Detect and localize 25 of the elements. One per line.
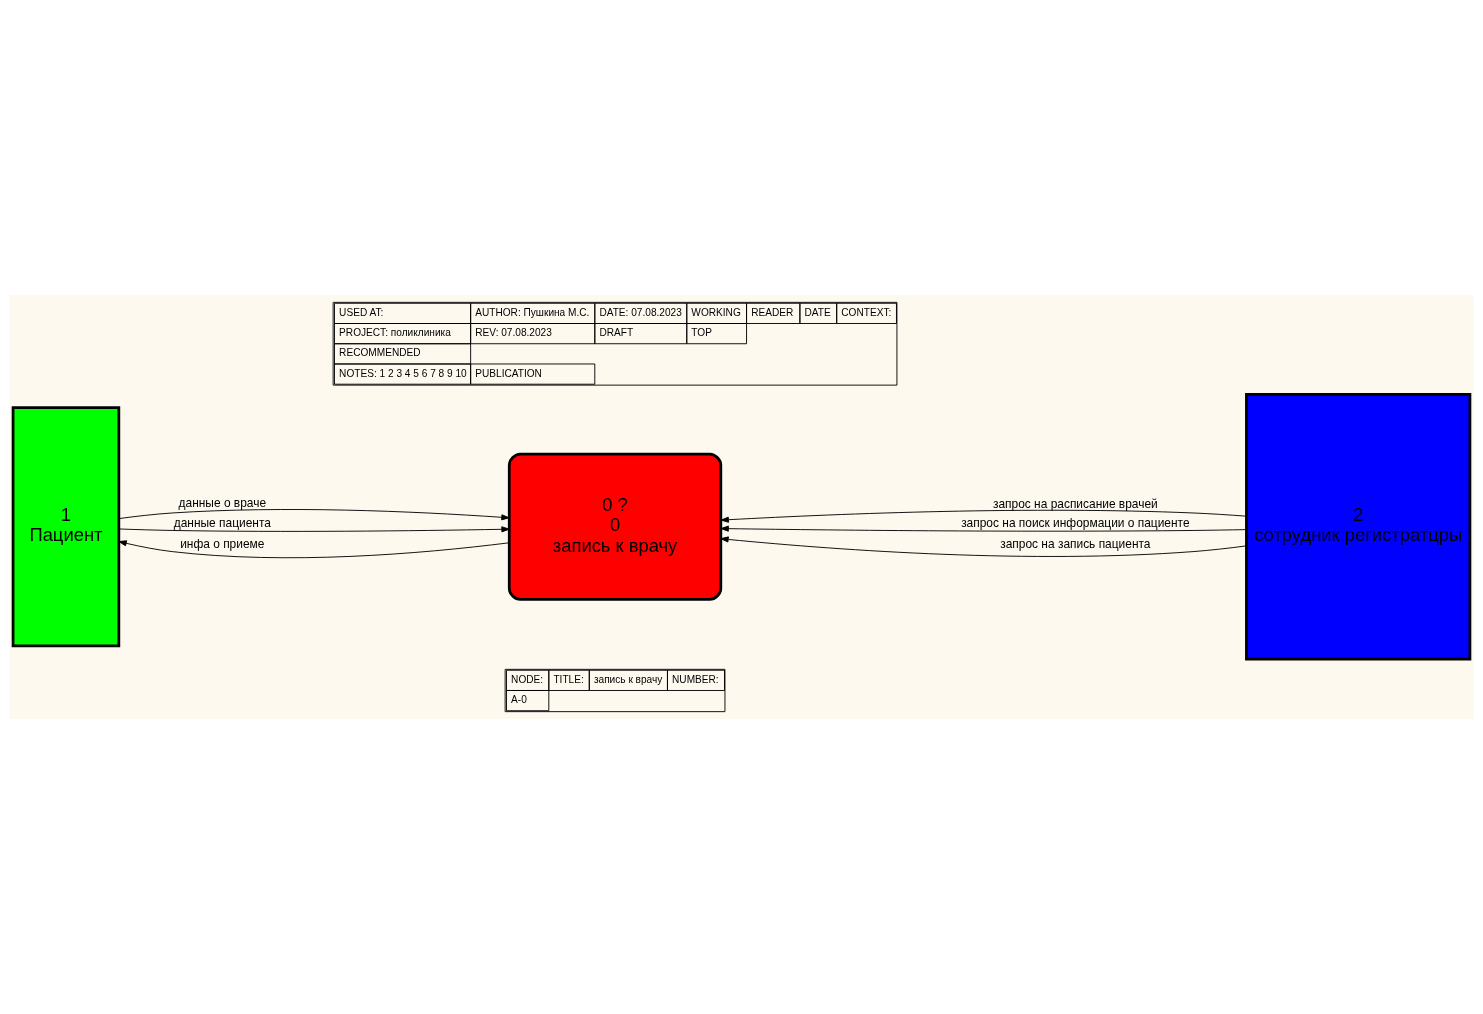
edge-label: запрос на запись пациента xyxy=(1000,537,1151,552)
label: NODE: xyxy=(511,673,544,685)
label: TITLE: xyxy=(553,673,584,685)
label: PUBLICATION xyxy=(475,367,542,379)
label: PROJECT: поликлиника xyxy=(339,327,451,339)
label: DATE xyxy=(804,306,831,318)
label: запись к врачу xyxy=(593,673,663,685)
edge-label: запрос на поиск информации о пациенте xyxy=(961,516,1190,531)
edge-label: данные о враче xyxy=(178,495,267,510)
label: RECOMMENDED xyxy=(339,347,421,359)
label: WORKING xyxy=(691,306,741,318)
label: REV: 07.08.2023 xyxy=(475,327,552,339)
label: TOP xyxy=(691,327,712,339)
label: DATE: 07.08.2023 xyxy=(599,306,682,318)
edge-label: данные пациента xyxy=(173,516,271,531)
edge-label: инфа о приеме xyxy=(180,537,265,552)
label: USED AT: xyxy=(339,306,384,318)
label: DRAFT xyxy=(599,327,634,339)
label: CONTEXT: xyxy=(841,306,892,318)
edge-label: запрос на расписание врачей xyxy=(992,496,1158,511)
label: NOTES: 1 2 3 4 5 6 7 8 9 10 xyxy=(339,367,467,379)
label: A-0 xyxy=(511,694,527,706)
label: NUMBER: xyxy=(672,673,719,685)
label: AUTHOR: Пушкина М.С. xyxy=(475,306,590,318)
label: READER xyxy=(751,306,794,318)
